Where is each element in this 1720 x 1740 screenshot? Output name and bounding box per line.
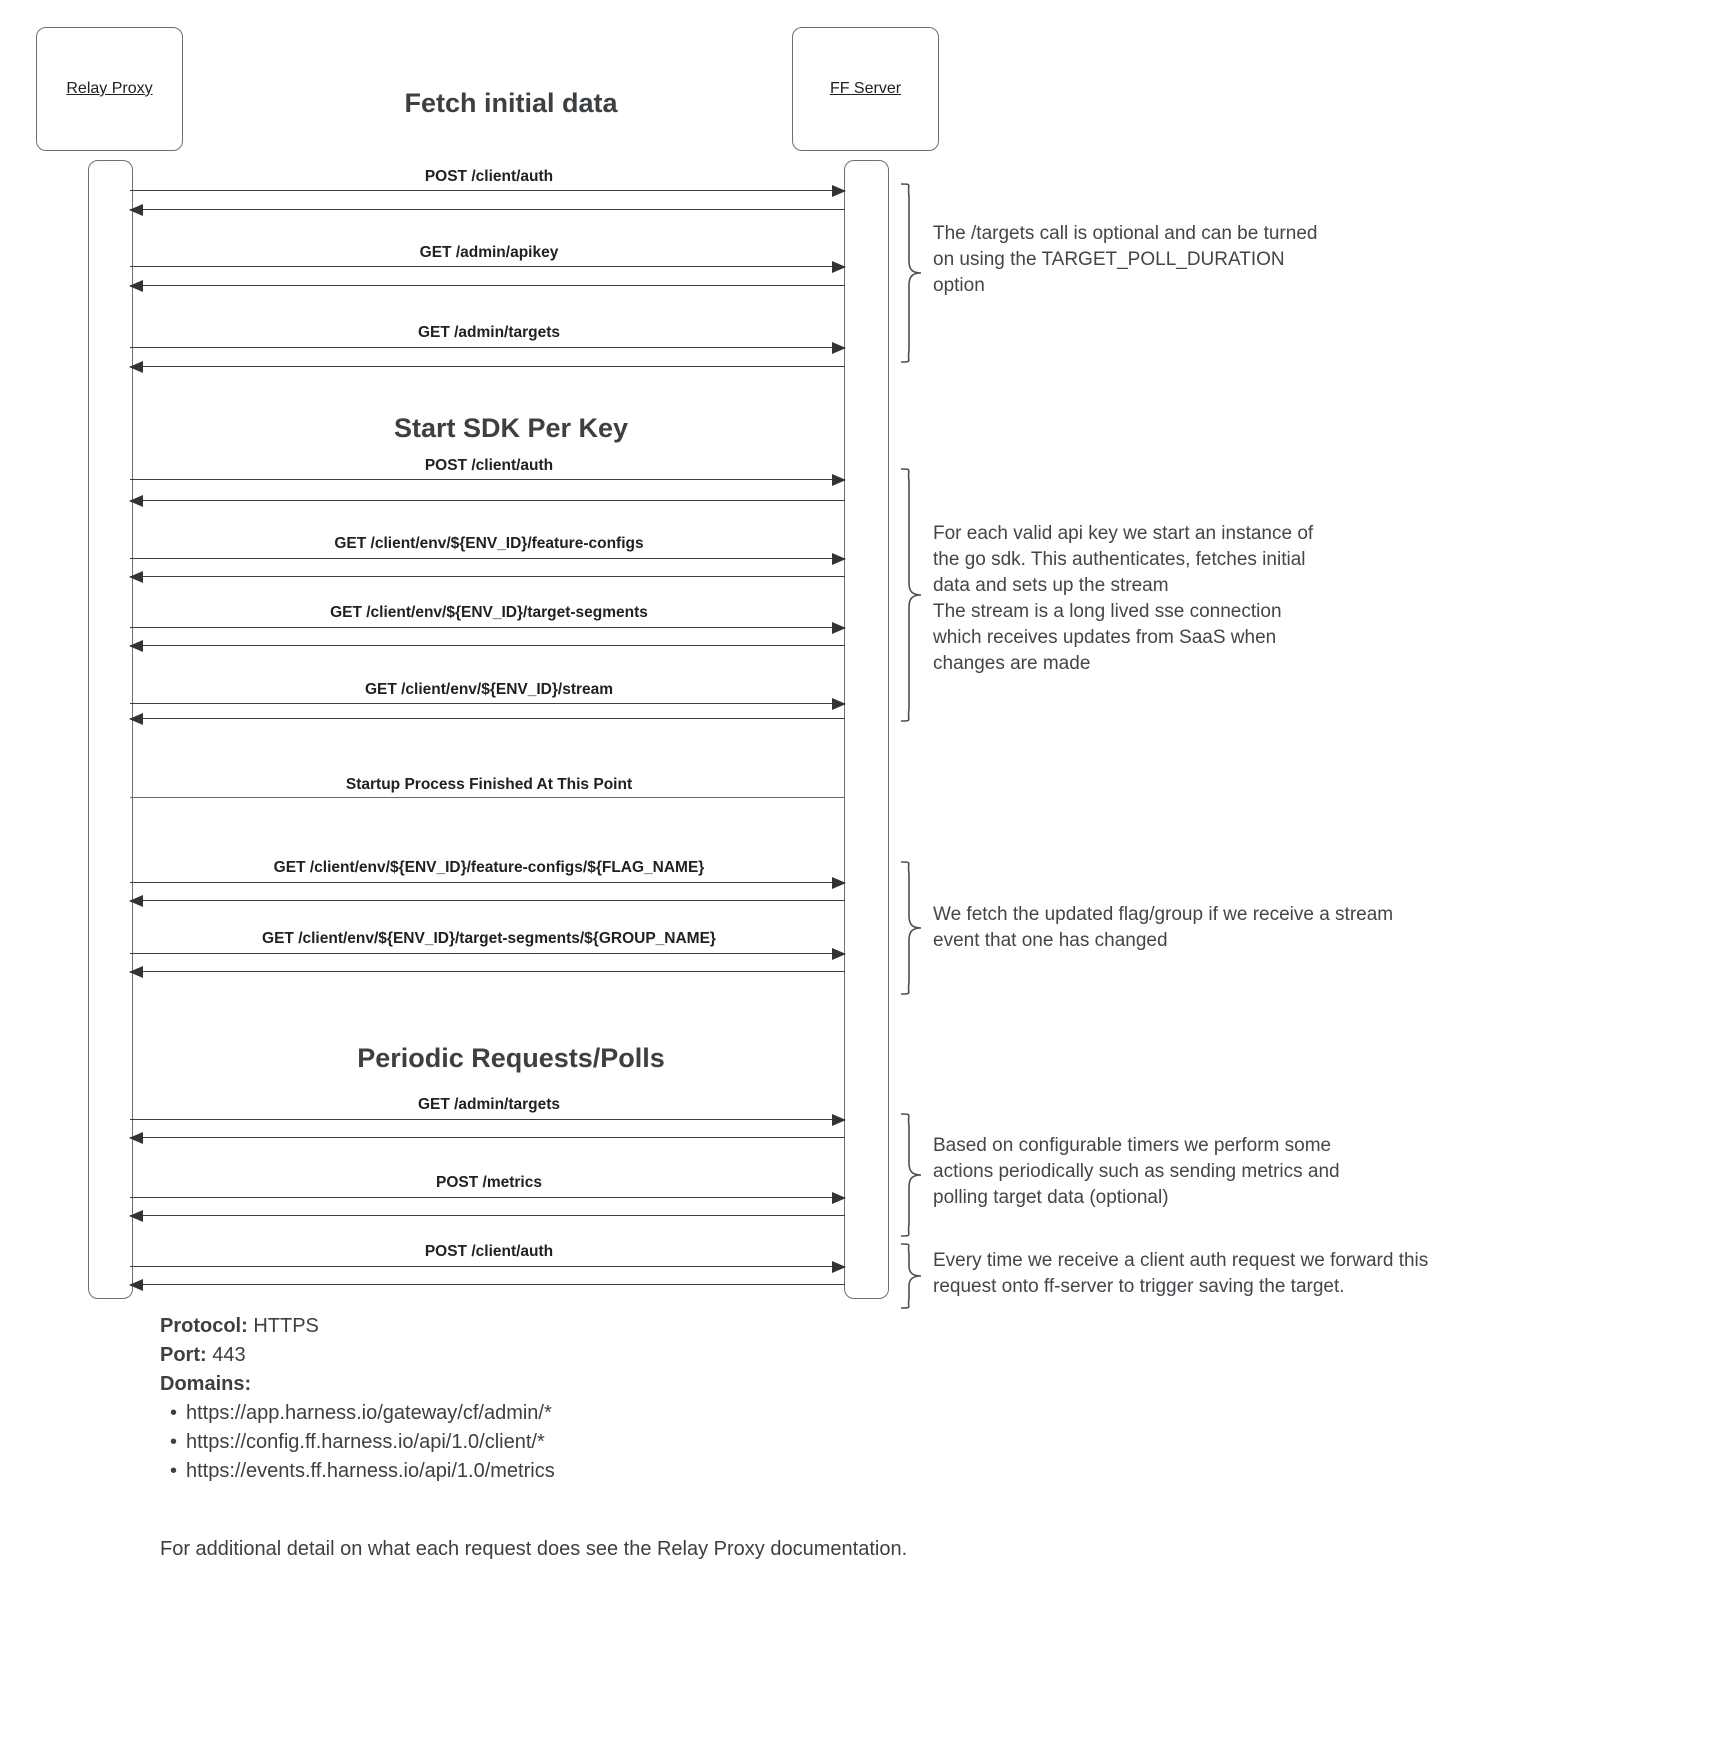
footer-domain-item: https://app.harness.io/gateway/cf/admin/…	[170, 1399, 960, 1428]
footer-details: Protocol: HTTPS Port: 443 Domains: https…	[160, 1312, 960, 1486]
message-arrow-m7-response	[129, 713, 845, 725]
note-periodic-timers: Based on configurable timers we perform …	[933, 1135, 1340, 1208]
participant-ff-server[interactable]: FF Server	[792, 27, 939, 151]
footer-note: For additional detail on what each reque…	[160, 1538, 908, 1560]
message-arrow-m12-request	[130, 1261, 846, 1273]
message-arrow-m3-response	[129, 361, 845, 373]
footer-domains-key: Domains:	[160, 1373, 252, 1395]
participant-relay-proxy-label: Relay Proxy	[66, 80, 153, 97]
message-arrow-m5-request	[130, 553, 846, 565]
brace-note-periodic-timers	[899, 1112, 923, 1238]
brace-note-targets-optional	[899, 182, 923, 364]
footer-domain-item: https://config.ff.harness.io/api/1.0/cli…	[170, 1428, 960, 1457]
message-label-m8: GET /client/env/${ENV_ID}/feature-config…	[273, 859, 705, 876]
lifeline-relay-proxy	[88, 160, 133, 1299]
participant-ff-server-label: FF Server	[829, 80, 902, 97]
lifeline-ff-server	[844, 160, 889, 1299]
message-arrow-m2-request	[130, 261, 846, 273]
message-arrow-m6-request	[130, 622, 846, 634]
message-label-m4: POST /client/auth	[424, 457, 554, 474]
note-targets-optional: The /targets call is optional and can be…	[933, 223, 1318, 296]
message-label-m12: POST /client/auth	[424, 1243, 554, 1260]
footer-port-key: Port:	[160, 1344, 207, 1366]
message-label-m9: GET /client/env/${ENV_ID}/target-segment…	[262, 930, 716, 947]
message-label-m5: GET /client/env/${ENV_ID}/feature-config…	[334, 535, 644, 552]
message-arrow-m5-response	[129, 571, 845, 583]
brace-note-stream-update	[899, 860, 923, 996]
divider-line	[130, 797, 845, 798]
footer-port-value: 443	[212, 1344, 246, 1366]
section-title-start-sdk-per-key: Start SDK Per Key	[393, 413, 629, 443]
message-arrow-m7-request	[130, 698, 846, 710]
footer-domain-item: https://events.ff.harness.io/api/1.0/met…	[170, 1457, 960, 1486]
footer-domain-list: https://app.harness.io/gateway/cf/admin/…	[160, 1399, 960, 1486]
message-arrow-m9-response	[129, 966, 845, 978]
footer-domains-row: Domains:	[160, 1370, 960, 1399]
message-label-m10: GET /admin/targets	[417, 1096, 561, 1113]
message-arrow-m8-request	[130, 877, 846, 889]
message-arrow-m4-response	[129, 495, 845, 507]
footer-protocol-key: Protocol:	[160, 1315, 248, 1337]
message-arrow-m9-request	[130, 948, 846, 960]
participant-relay-proxy[interactable]: Relay Proxy	[36, 27, 183, 151]
message-label-m2: GET /admin/apikey	[419, 244, 559, 261]
message-label-m7: GET /client/env/${ENV_ID}/stream	[364, 681, 614, 698]
brace-note-sdk-instance	[899, 467, 923, 723]
message-arrow-m11-response	[129, 1210, 845, 1222]
message-label-m6: GET /client/env/${ENV_ID}/target-segment…	[330, 604, 648, 621]
message-label-m11: POST /metrics	[436, 1174, 542, 1191]
note-stream-update: We fetch the updated flag/group if we re…	[933, 904, 1394, 951]
footer-protocol-row: Protocol: HTTPS	[160, 1312, 960, 1341]
message-arrow-m2-response	[129, 280, 845, 292]
footer-port-row: Port: 443	[160, 1341, 960, 1370]
note-sdk-instance: For each valid api key we start an insta…	[933, 523, 1314, 674]
section-title-fetch-initial-data: Fetch initial data	[404, 88, 618, 118]
message-arrow-m1-request	[130, 185, 846, 197]
message-arrow-m10-request	[130, 1114, 846, 1126]
message-arrow-m4-request	[130, 474, 846, 486]
message-arrow-m12-response	[129, 1279, 845, 1291]
message-label-m1: POST /client/auth	[424, 168, 554, 185]
message-arrow-m6-response	[129, 640, 845, 652]
divider-label: Startup Process Finished At This Point	[345, 776, 633, 793]
message-arrow-m1-response	[129, 204, 845, 216]
message-arrow-m3-request	[130, 342, 846, 354]
note-client-auth-forward: Every time we receive a client auth requ…	[933, 1250, 1429, 1297]
message-arrow-m8-response	[129, 895, 845, 907]
section-title-periodic-requests: Periodic Requests/Polls	[357, 1043, 665, 1073]
brace-note-client-auth-forward	[899, 1242, 923, 1310]
message-arrow-m11-request	[130, 1192, 846, 1204]
footer-protocol-value: HTTPS	[253, 1315, 319, 1337]
message-arrow-m10-response	[129, 1132, 845, 1144]
message-label-m3: GET /admin/targets	[417, 324, 561, 341]
